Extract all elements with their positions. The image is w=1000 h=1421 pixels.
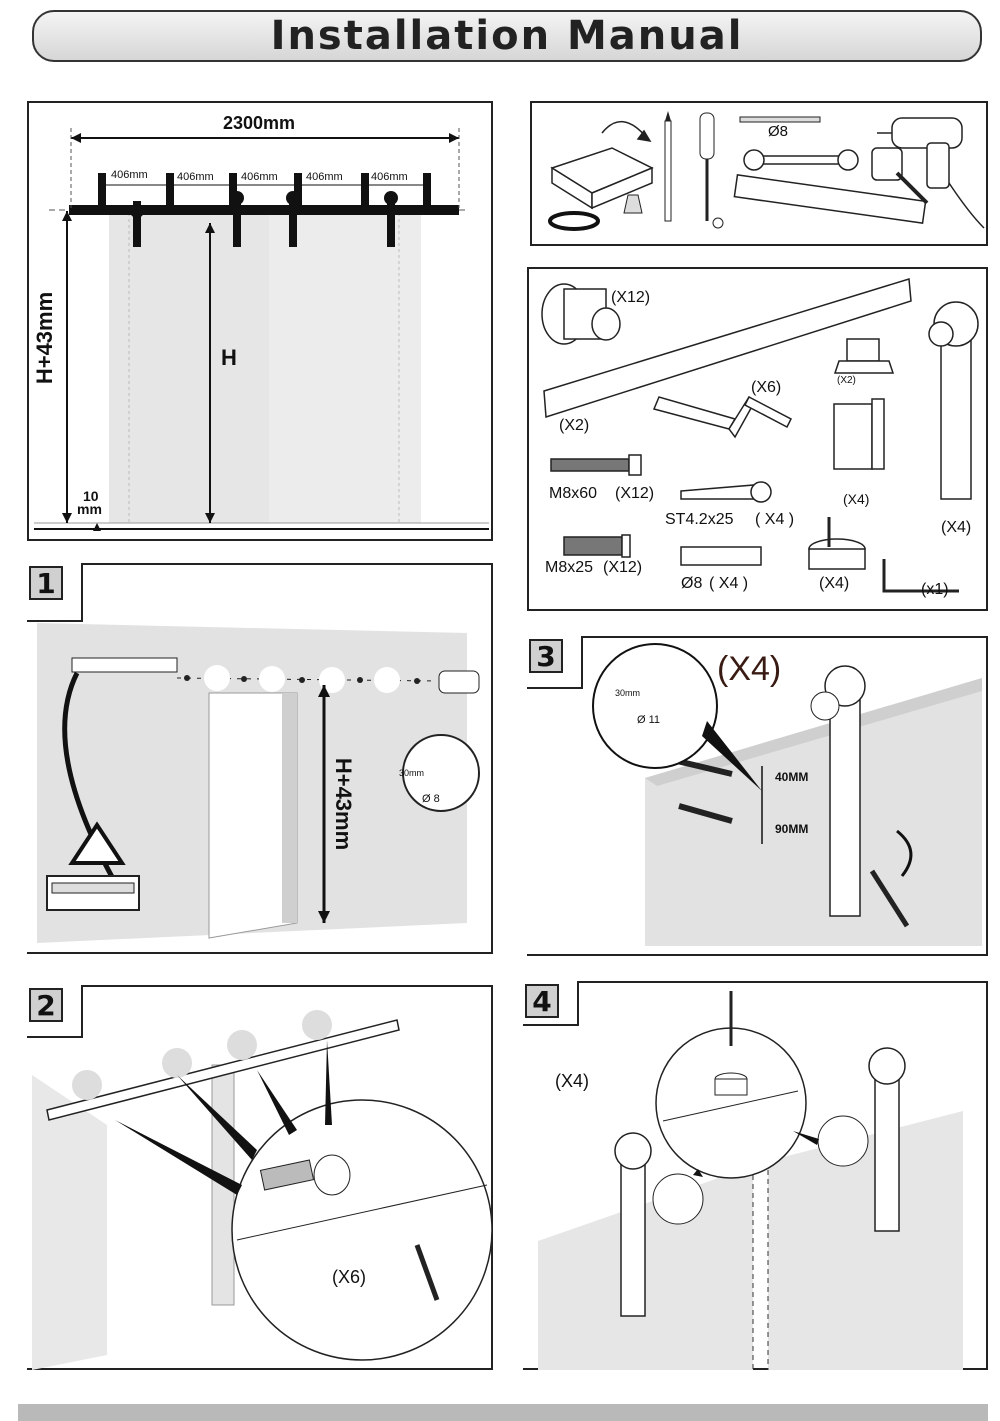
bolt-long-label: M8x60: [549, 485, 598, 502]
spacing-label: 406mm: [111, 169, 148, 181]
drill-bit-label: Ø8: [768, 123, 789, 140]
step2-qty: (X6): [332, 1267, 367, 1287]
step-number: 1: [29, 566, 63, 600]
step4-diagram: [523, 981, 988, 1370]
parts-illustration: [541, 278, 979, 593]
spacing-label: 406mm: [306, 171, 343, 183]
hex-key-qty: (x1): [921, 581, 949, 598]
door-height-label: H: [221, 345, 237, 370]
step-number: 2: [29, 988, 63, 1022]
step-number: 3: [529, 639, 563, 673]
step1-diagram: [27, 563, 493, 943]
bolt-long-qty: (X12): [615, 485, 655, 502]
floor-stop-qty: (X2): [837, 375, 856, 386]
toolbox-icon: [550, 121, 654, 210]
door-stop-qty: (X4): [843, 491, 870, 507]
tools-panel: Ø8: [530, 101, 988, 246]
spacer-qty: (X12): [611, 289, 651, 306]
step-number: 4: [525, 984, 559, 1018]
bracket-qty: (X6): [751, 379, 782, 396]
anchor-label: Ø8: [681, 575, 703, 592]
total-width-label: 2300mm: [223, 113, 296, 133]
footer-bar: [18, 1404, 988, 1421]
step1-panel: 1 H+43mm 30mm Ø 8: [27, 563, 493, 954]
step3-drill-depth: 30mm: [615, 688, 641, 698]
step4-qty: (X4): [555, 1071, 590, 1091]
floor-gap-value: 10: [83, 488, 99, 504]
step3-diagram: [527, 636, 988, 946]
step1-drill-bit: Ø 8: [422, 793, 440, 805]
height-label: H+43mm: [32, 291, 58, 385]
rail-qty: (X2): [559, 417, 590, 434]
parts-panel: (X12) (X2) (X6) (X2) (X4) (X4) M8x60 (X1…: [527, 267, 988, 611]
wrench-icon: [743, 149, 859, 171]
step1-height-label: H+43mm: [331, 757, 357, 851]
guide-qty: (X4): [819, 575, 850, 592]
overview-panel: 2300mm 406mm 406mm 406mm 406mm 406mm H+4…: [27, 101, 493, 541]
overview-diagram: [34, 128, 489, 531]
step4-panel: 4 (X4): [523, 981, 988, 1370]
step1-drill-depth: 30mm: [399, 768, 425, 778]
step3-drill-bit: Ø 11: [637, 714, 661, 726]
anchor-qty: ( X4 ): [709, 575, 749, 592]
tools-illustration: [548, 111, 985, 231]
title-banner: Installation Manual: [32, 10, 982, 62]
top-offset-label: 40MM: [775, 770, 809, 784]
spacing-label: 406mm: [371, 171, 408, 183]
spacing-label: 406mm: [241, 171, 278, 183]
hanger-qty: (X4): [941, 519, 972, 536]
screw-qty: ( X4 ): [755, 511, 795, 528]
step2-panel: 2 (X6): [27, 985, 493, 1370]
bolt-short-label: M8x25: [545, 559, 594, 576]
bolt-spacing-label: 90MM: [775, 822, 809, 836]
bolt-short-qty: (X12): [603, 559, 643, 576]
floor-gap-unit: mm: [77, 501, 102, 517]
spacing-label: 406mm: [177, 171, 214, 183]
screw-label: ST4.2x25: [665, 511, 734, 528]
step3-qty: (X4): [717, 650, 782, 688]
step3-panel: 3 (X4) 30mm Ø 11 40MM 90MM: [527, 636, 988, 956]
page-title: Installation Manual: [270, 13, 744, 59]
step2-diagram: [27, 985, 493, 1370]
